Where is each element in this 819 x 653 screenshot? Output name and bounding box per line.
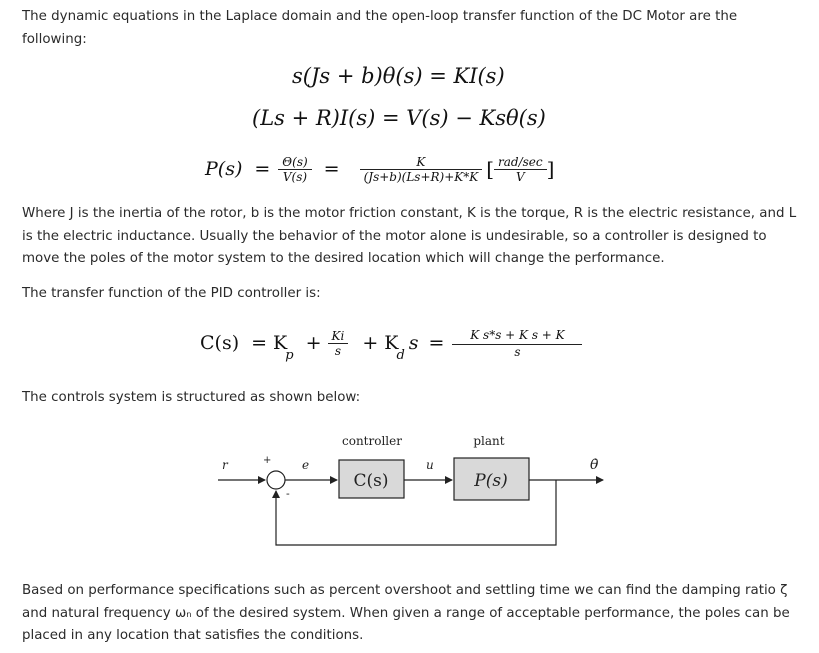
input-label: r — [222, 458, 229, 472]
equals-sign: = — [428, 332, 445, 354]
equation-transfer-function: P(s) = Θ(s) V(s) = K (Js+b)(Ls+R)+K*K [ … — [205, 146, 554, 192]
fraction-pid-combined: K s*s + K s + K s — [452, 328, 583, 359]
plus-label: + — [263, 455, 271, 466]
kd-s: s — [408, 332, 419, 354]
equals-sign: = — [251, 332, 268, 354]
error-label: e — [302, 458, 309, 472]
frac-denominator: s — [334, 343, 341, 358]
plant-label: plant — [473, 434, 504, 448]
equals-sign: = — [254, 158, 271, 180]
fraction-units: rad/sec V — [494, 155, 547, 184]
plant-block-label: P(s) — [473, 471, 507, 491]
summing-junction — [266, 470, 286, 490]
frac-numerator: Ki — [327, 329, 349, 344]
description-paragraph: Where J is the inertia of the rotor, b i… — [22, 206, 797, 266]
frac-numerator: K s*s + K s + K — [452, 328, 583, 345]
controller-label: controller — [342, 434, 402, 448]
controller-block — [338, 459, 405, 499]
equals-sign: = — [323, 158, 340, 180]
kd-symbol: K — [384, 332, 399, 354]
plant-block — [453, 457, 530, 501]
fraction-ki-over-s: Ki s — [327, 329, 349, 358]
frac-denominator: (Js+b)(Ls+R)+K*K — [363, 169, 479, 184]
feedback-path — [272, 480, 557, 546]
structure-intro-text: The controls system is structured as sho… — [22, 390, 361, 405]
fraction-motor-tf: K (Js+b)(Ls+R)+K*K — [359, 155, 483, 184]
equation-motion: s(Js + b)θ(s) = KI(s) — [292, 64, 505, 88]
block-diagram: controller plant r + - e C(s) u P(s) θ̇ — [218, 434, 604, 546]
kp-subscript: p — [285, 347, 294, 363]
equation-pid: C(s) = K p + Ki s + K d s = K s*s + K s … — [200, 318, 583, 368]
pid-lhs: C(s) — [200, 332, 240, 354]
kp-symbol: K — [273, 332, 288, 354]
bracket-close: ] — [546, 157, 555, 181]
output-label: θ̇ — [590, 457, 599, 473]
closing-paragraph: Based on performance specifications such… — [22, 583, 790, 643]
frac-denominator: s — [514, 344, 521, 359]
transfer-lhs: P(s) — [205, 158, 243, 180]
frac-numerator: Θ(s) — [278, 155, 312, 170]
controller-block-label: C(s) — [354, 471, 389, 491]
bracket-open: [ — [486, 157, 495, 181]
fraction-theta-over-v: Θ(s) V(s) — [278, 155, 312, 184]
frac-denominator: V(s) — [282, 169, 308, 184]
frac-numerator: K — [359, 155, 483, 170]
minus-label: - — [286, 487, 290, 500]
frac-denominator: V — [516, 169, 525, 184]
kd-subscript: d — [396, 347, 405, 363]
pid-intro-text: The transfer function of the PID control… — [22, 286, 321, 301]
equation-electrical: (Ls + R)I(s) = V(s) − Ksθ(s) — [252, 106, 546, 130]
intro-paragraph: The dynamic equations in the Laplace dom… — [22, 9, 738, 47]
plus-sign: + — [305, 332, 322, 354]
control-label: u — [426, 458, 434, 472]
plus-sign: + — [362, 332, 379, 354]
frac-numerator: rad/sec — [494, 155, 547, 170]
